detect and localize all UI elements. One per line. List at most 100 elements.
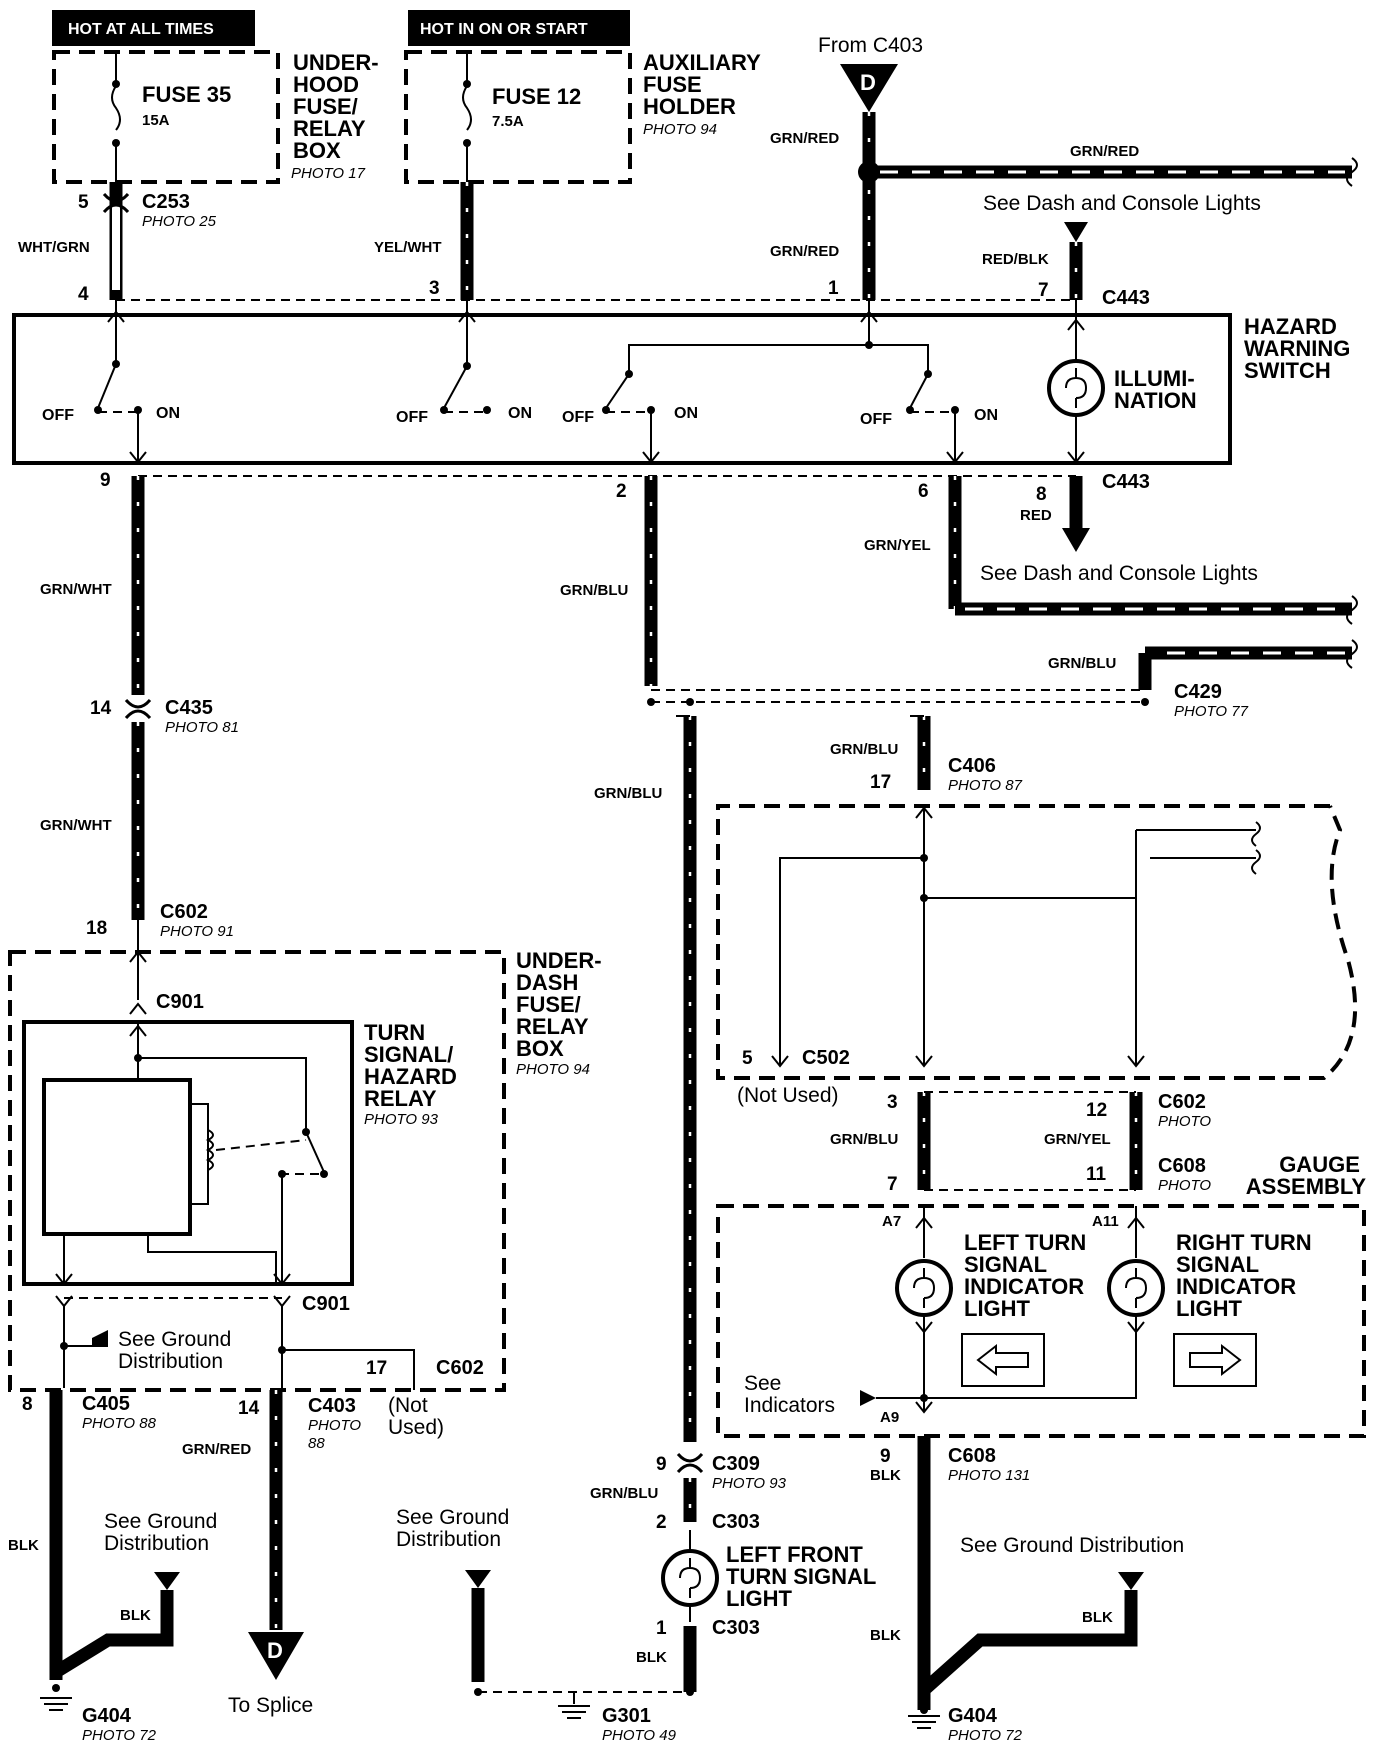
c901-label-bottom: C901	[302, 1293, 350, 1315]
ground-icon-g404-right	[908, 1706, 940, 1729]
ground-dist-note-center: See Ground Distribution	[396, 1506, 515, 1551]
switch-4-off: OFF	[860, 411, 892, 428]
pin-12-c602: 12	[1086, 1100, 1107, 1121]
blk-label-ground-right: BLK	[1082, 1609, 1113, 1626]
wht-grn-label: WHT/GRN	[18, 239, 90, 256]
switch-contact-4	[906, 370, 964, 464]
underhood-photo: PHOTO 17	[291, 165, 366, 182]
splice-d-bottom-letter: D	[267, 1638, 283, 1663]
pin-11-c608: 11	[1086, 1164, 1107, 1185]
ground-dist-arrow-right	[1118, 1572, 1144, 1590]
c435-photo: PHOTO 81	[165, 719, 239, 736]
not-used-c602: (Not Used)	[388, 1394, 444, 1439]
c602-photo-gauge: PHOTO	[1158, 1113, 1211, 1130]
c435-label: C435	[165, 697, 213, 719]
gauge-assembly-title: GAUGE ASSEMBLY	[1246, 1152, 1367, 1199]
c429-photo: PHOTO 77	[1174, 703, 1249, 720]
hot-in-on-banner	[408, 10, 630, 46]
grn-blu-label-c309: GRN/BLU	[590, 1485, 658, 1502]
g404-label-right: G404	[948, 1705, 998, 1727]
blk-label-c608: BLK	[870, 1467, 901, 1484]
red-arrow-down	[1062, 528, 1090, 552]
grn-red-label-mid: GRN/RED	[770, 243, 839, 260]
grn-blu-label-long: GRN/BLU	[594, 785, 662, 802]
ground-icon-g404-left	[40, 1684, 72, 1711]
pin-8-switch: 8	[1036, 484, 1047, 505]
ground-dist-note-right: See Ground Distribution	[960, 1534, 1184, 1557]
underdash-fuse-relay-box	[8, 950, 506, 1392]
blk-label-g404-right: BLK	[870, 1627, 901, 1644]
fuse-35-symbol	[111, 52, 121, 182]
left-arrow-icon-frame	[961, 1333, 1045, 1387]
c253-label: C253	[142, 191, 190, 213]
right-arrow-icon	[1189, 1343, 1242, 1377]
c443-label-top: C443	[1102, 287, 1150, 309]
relay-title: TURN SIGNAL/ HAZARD RELAY	[364, 1020, 463, 1111]
right-arrow-icon-frame	[1173, 1333, 1257, 1387]
switch-contact-2	[440, 300, 491, 414]
c403-photo: PHOTO	[308, 1417, 361, 1434]
c429-label: C429	[1174, 681, 1222, 703]
grn-red-label-c403: GRN/RED	[182, 1441, 251, 1458]
ground-dist-arrow-left	[154, 1572, 180, 1590]
aux-photo: PHOTO 94	[643, 121, 717, 138]
g301-photo: PHOTO 49	[602, 1727, 677, 1744]
red-blk-label: RED/BLK	[982, 251, 1049, 268]
switch-contact-3	[602, 370, 660, 464]
grn-red-label-top: GRN/RED	[770, 130, 839, 147]
c253-photo: PHOTO 25	[142, 213, 217, 230]
pin-5-c253: 5	[78, 192, 89, 213]
c608-label-bottom: C608	[948, 1445, 996, 1467]
yel-wht-label: YEL/WHT	[374, 239, 442, 256]
c309-photo: PHOTO 93	[712, 1475, 787, 1492]
pin-17-c406: 17	[870, 772, 891, 793]
pin-4: 4	[78, 284, 89, 305]
hot-in-on-label: HOT IN ON OR START	[420, 21, 588, 38]
grn-red-label-right: GRN/RED	[1070, 143, 1139, 160]
underhood-fuse-box	[52, 50, 280, 184]
pin-9-c309: 9	[656, 1454, 667, 1475]
g301-label: G301	[602, 1705, 651, 1727]
switch-4-on: ON	[974, 407, 998, 424]
ground-dist-note-left: See Ground Distribution	[104, 1510, 223, 1555]
c608-label-gauge: C608	[1158, 1155, 1206, 1177]
underhood-box-label: UNDER- HOOD FUSE/ RELAY BOX	[293, 50, 385, 163]
grn-yel-label-gauge: GRN/YEL	[1044, 1131, 1111, 1148]
from-c403-label: From C403	[818, 34, 923, 57]
turn-signal-hazard-relay	[22, 1020, 354, 1286]
c406-photo: PHOTO 87	[948, 777, 1023, 794]
switch-2-on: ON	[508, 405, 532, 422]
grn-blu-label-pin2: GRN/BLU	[560, 582, 628, 599]
pin-8-c405: 8	[22, 1394, 33, 1415]
c443-label-bottom: C443	[1102, 471, 1150, 493]
switch-2-off: OFF	[396, 409, 428, 426]
pin-5-c502: 5	[742, 1048, 753, 1069]
switch-3-off: OFF	[562, 409, 594, 426]
g404-label-left: G404	[82, 1705, 132, 1727]
pin-1-switch: 1	[828, 278, 839, 299]
see-indicators-arrow	[860, 1390, 876, 1406]
c303-label-top: C303	[712, 1511, 760, 1533]
c901-label-top: C901	[156, 991, 204, 1013]
pin-6-switch: 6	[918, 481, 929, 502]
red-blk-arrow	[1064, 222, 1088, 242]
g404-photo-right: PHOTO 72	[948, 1727, 1023, 1744]
fuse-12-symbol	[462, 52, 472, 182]
pin-a7: A7	[882, 1213, 901, 1230]
c602-label-gauge: C602	[1158, 1091, 1206, 1113]
c309-label: C309	[712, 1453, 760, 1475]
grn-blu-label-gauge: GRN/BLU	[830, 1131, 898, 1148]
dash-lights-note-top: See Dash and Console Lights	[983, 192, 1261, 215]
left-front-turn-label: LEFT FRONT TURN SIGNAL LIGHT	[726, 1542, 882, 1611]
switch-1-off: OFF	[42, 407, 74, 424]
relay-electronic-unit	[42, 1078, 192, 1236]
to-splice-label: To Splice	[228, 1694, 313, 1717]
relay-photo: PHOTO 93	[364, 1111, 439, 1128]
pin-18-c602: 18	[86, 918, 107, 939]
c253-connector-mark	[102, 192, 130, 214]
grn-blu-label-c406: GRN/BLU	[830, 741, 898, 758]
aux-box-label: AUXILIARY FUSE HOLDER	[643, 50, 766, 119]
see-indicators-note: See Indicators	[744, 1372, 835, 1417]
pin-14-c403: 14	[238, 1398, 260, 1419]
